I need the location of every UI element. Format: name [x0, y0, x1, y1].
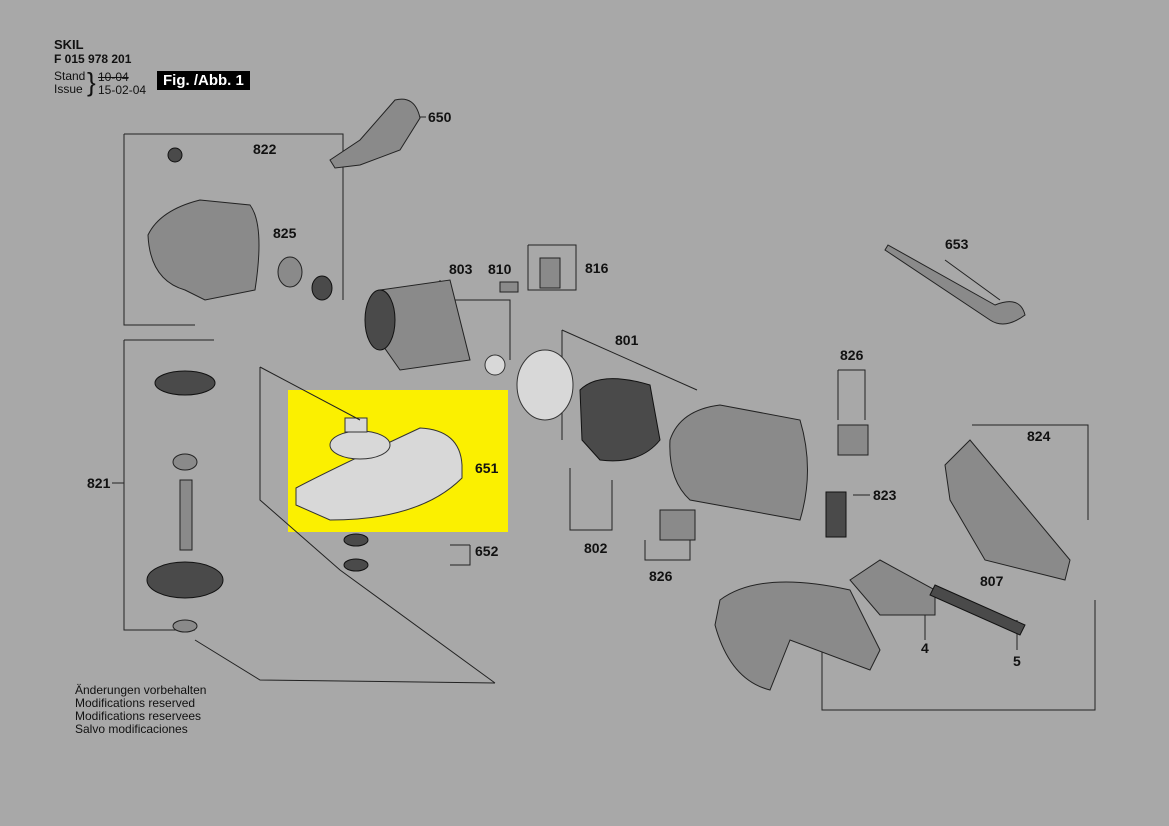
- label-803: 803: [449, 261, 473, 277]
- motor-housing: [669, 404, 808, 521]
- switch-807: [849, 559, 936, 616]
- rear-handle: [714, 581, 881, 691]
- issue-date: 15-02-04: [98, 83, 147, 97]
- brace: }: [87, 67, 96, 97]
- label-802: 802: [584, 540, 608, 556]
- gear-housing-822: [147, 199, 260, 301]
- wheel-guard-651[interactable]: [295, 417, 463, 521]
- issue-label: Issue: [54, 82, 83, 96]
- brand-name: SKIL: [54, 37, 84, 52]
- label-652: 652: [475, 543, 499, 559]
- figure-label: Fig. /Abb. 1: [157, 71, 250, 90]
- cable-5: [929, 584, 1026, 636]
- label-821: 821: [87, 475, 111, 491]
- label-650: 650: [428, 109, 452, 125]
- bearing-flange: [146, 561, 224, 599]
- label-651: 651: [475, 460, 499, 476]
- note-fr: Modifications reservees: [75, 709, 202, 723]
- stand-label: Stand: [54, 69, 86, 83]
- brush-823: [825, 491, 847, 538]
- label-810: 810: [488, 261, 512, 277]
- label-826-top: 826: [840, 347, 864, 363]
- part-number: F 015 978 201: [54, 52, 132, 66]
- label-801: 801: [615, 332, 639, 348]
- parts: [146, 98, 1071, 691]
- bevel-gear: [154, 370, 216, 396]
- label-824: 824: [1027, 428, 1051, 444]
- label-823: 823: [873, 487, 897, 503]
- modification-notes: Änderungen vorbehalten Modifications res…: [75, 684, 206, 736]
- note-de: Änderungen vorbehalten: [75, 683, 207, 697]
- label-653: 653: [945, 236, 969, 252]
- label-825: 825: [273, 225, 297, 241]
- stand-date: 10-04: [98, 70, 129, 84]
- note-es: Salvo modificaciones: [75, 722, 188, 736]
- label-4: 4: [921, 640, 929, 656]
- spanner-653: [884, 244, 1026, 325]
- fan-baffle: [516, 349, 574, 421]
- handle-cover-824: [944, 439, 1071, 581]
- label-822: 822: [253, 141, 277, 157]
- note-en: Modifications reserved: [75, 696, 196, 710]
- part-labels: 650 822 825 653 803 810 816 801 826 824 …: [87, 109, 1051, 669]
- label-807: 807: [980, 573, 1004, 589]
- label-816: 816: [585, 260, 609, 276]
- stator-801: [579, 378, 661, 462]
- label-5: 5: [1013, 653, 1021, 669]
- leader-lines: [112, 116, 1096, 711]
- auxiliary-handle-650: [329, 98, 421, 169]
- label-826-bottom: 826: [649, 568, 673, 584]
